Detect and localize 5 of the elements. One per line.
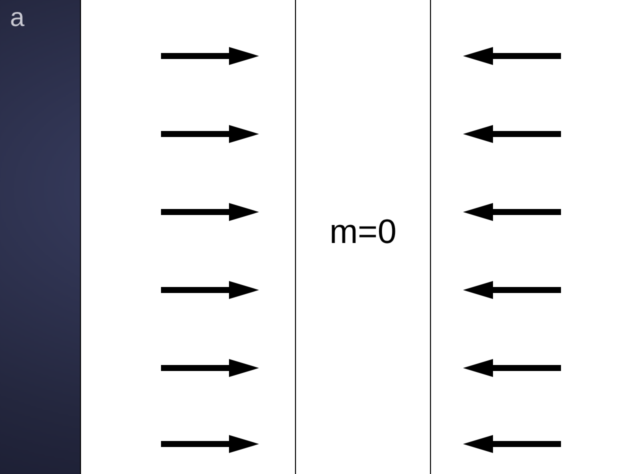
magnetization-label: m=0 [328,212,398,252]
region-box [430,0,640,474]
region-box [295,0,430,474]
region-box [80,0,295,474]
panel-letter: a [10,2,24,33]
